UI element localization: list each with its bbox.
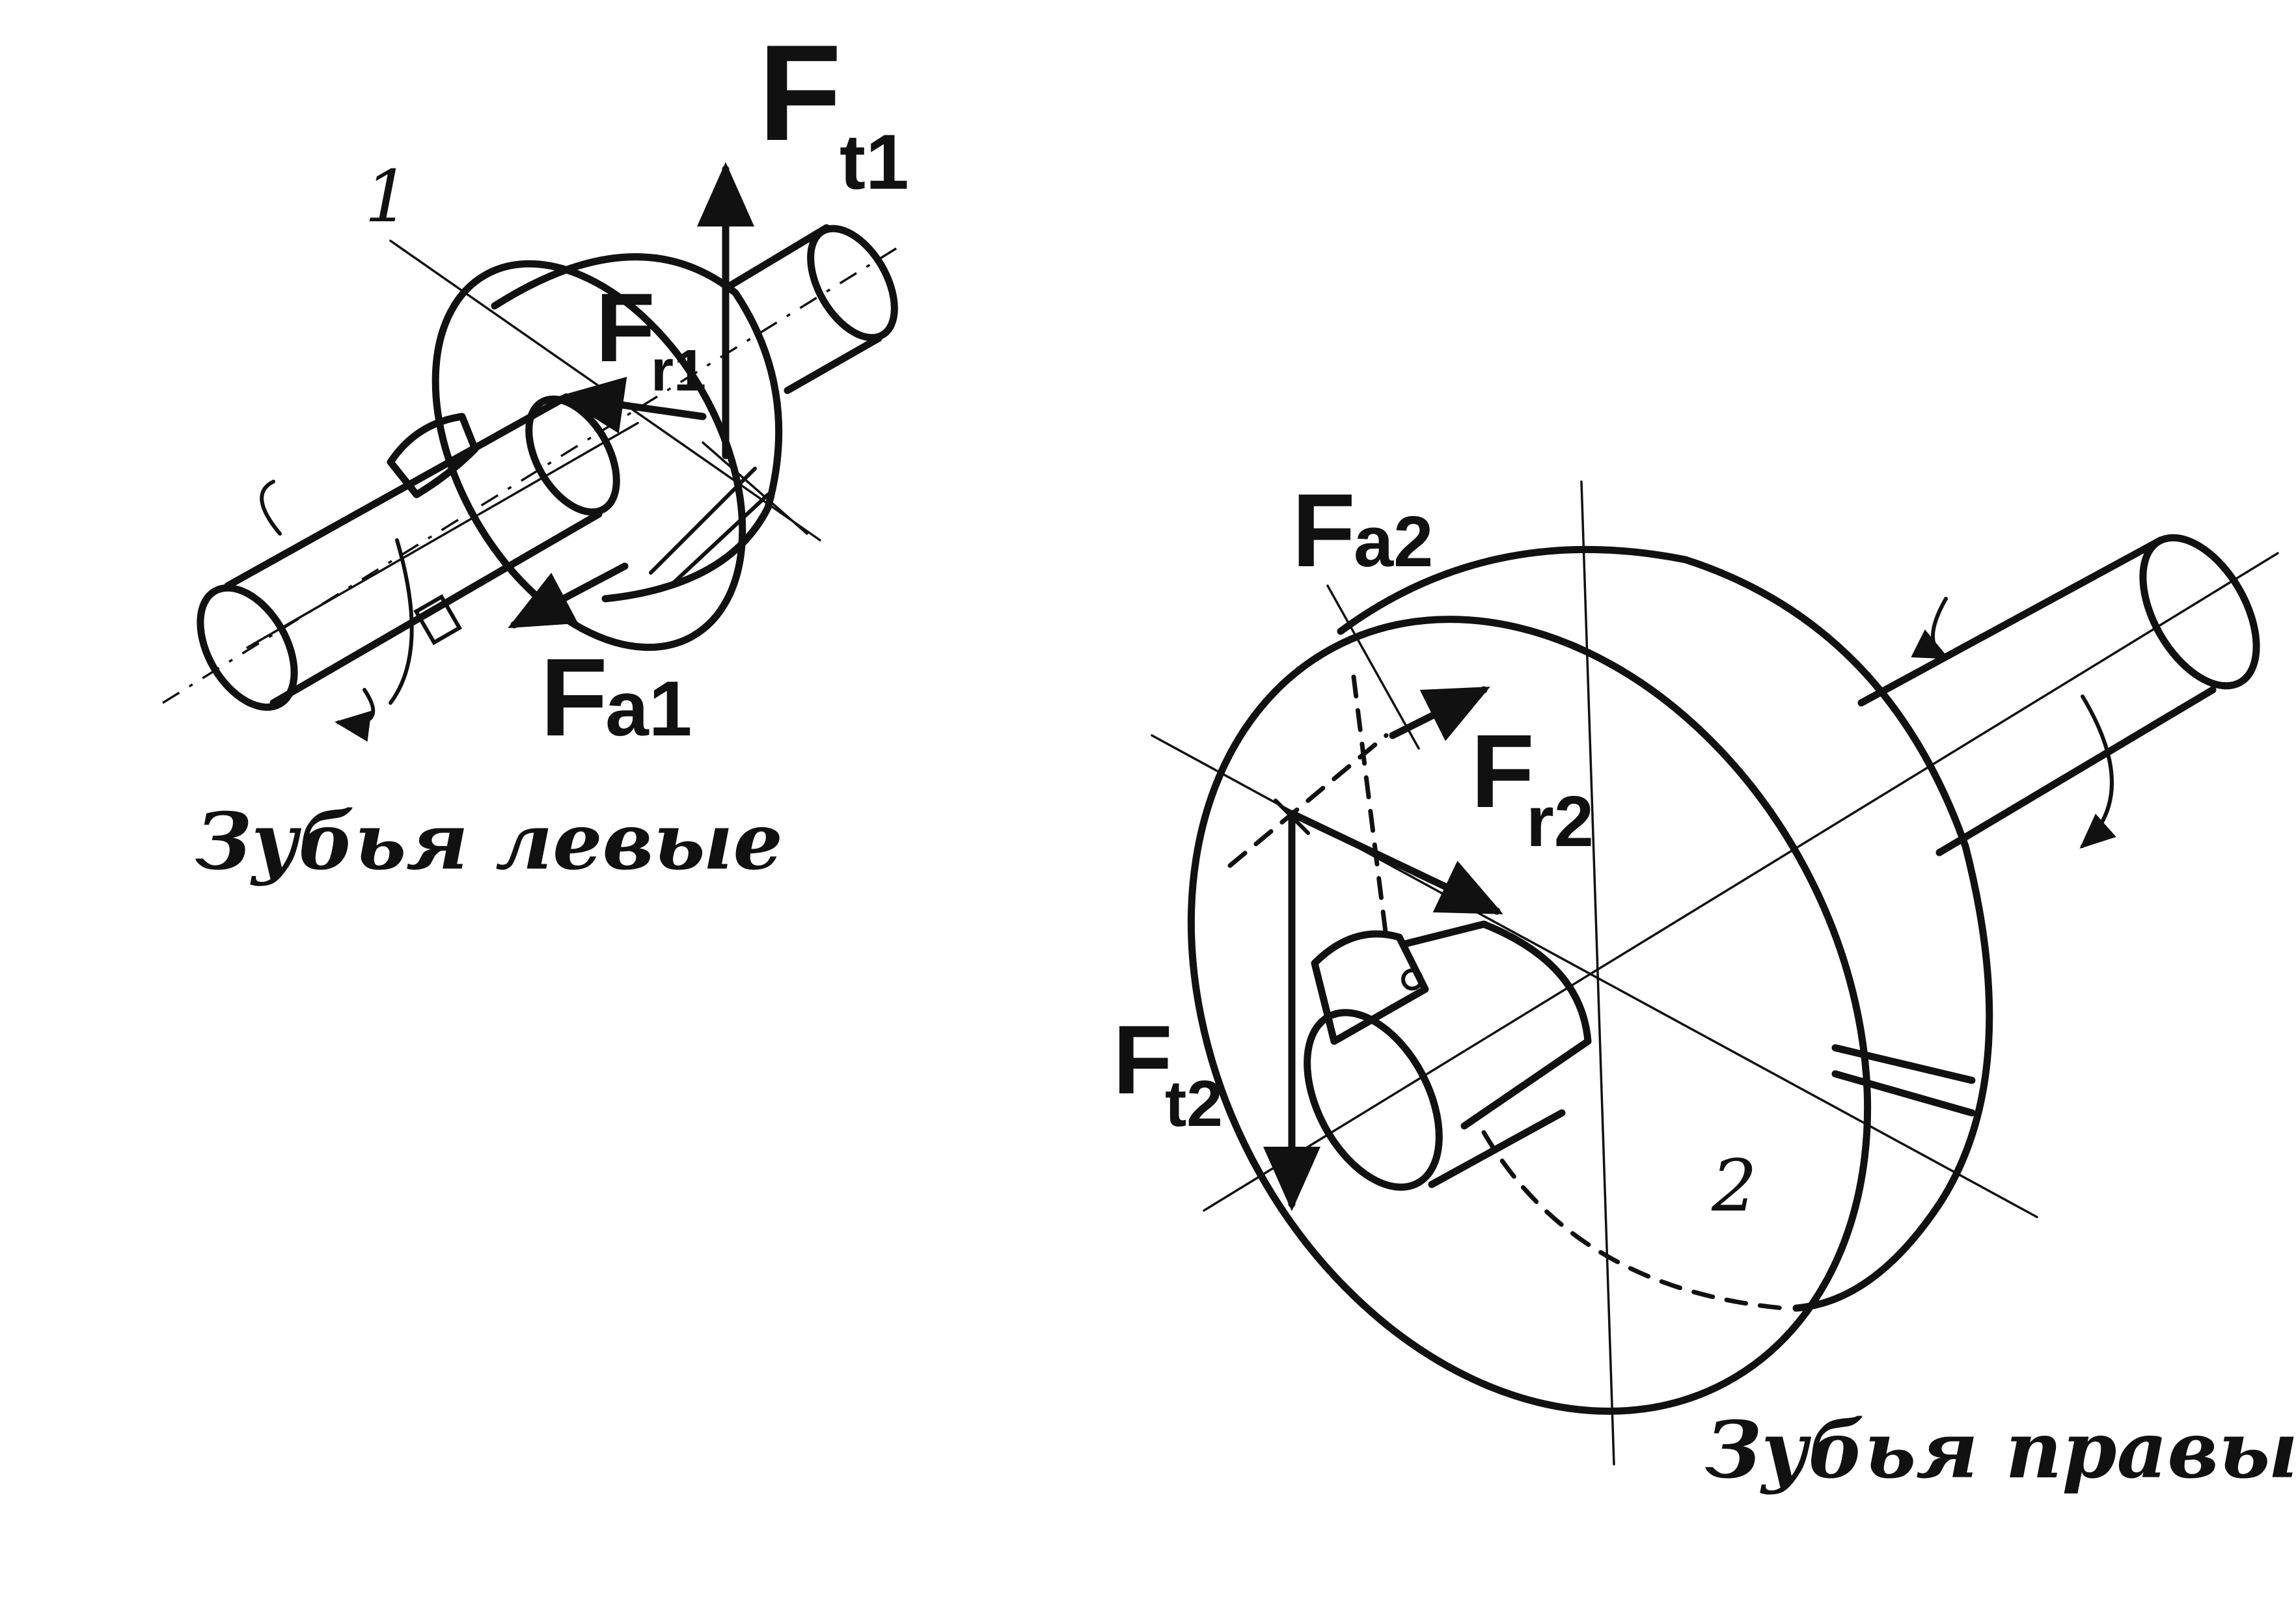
force-origin-mark [1274,799,1310,835]
gear-1-rim [491,253,783,603]
gear-1-caption: Зубья левые [195,796,783,888]
gear-2-shaft-axis-line [1203,552,2279,1212]
gear-1-key [387,413,479,499]
label-fa1-base: F [540,636,608,759]
gear-1-shaft-back-bottom [784,335,882,394]
label-fa2: F a2 [1292,472,1433,588]
label-fa2-base: F [1292,472,1356,588]
gear-1-shaft-axis [162,246,899,704]
gear-2-rotation-arrow-top [1911,597,1950,659]
force-fa2-arrow [1389,686,1490,741]
gear-1-number: 1 [364,155,410,238]
gear-2-key-hole [1401,968,1423,991]
label-fr2-sub: r2 [1526,782,1594,862]
gear-2-front-face [1187,616,1872,1415]
gear-1-shaft-front-bottom [269,510,603,707]
label-fr1-base: F [595,273,655,382]
gear-2-caption: Зубья правые [1705,1404,2296,1496]
label-fa2-sub: a2 [1354,502,1433,582]
label-ft2-base: F [1113,1005,1173,1114]
gear-2-number: 2 [1711,1144,1757,1227]
force-fr1-arrow [559,376,707,434]
gear-1-front-face [431,260,746,651]
label-fr2-base: F [1471,713,1535,829]
label-fr2: F r2 [1471,713,1594,862]
label-fr1: F r1 [595,273,706,404]
label-fr1-sub: r1 [651,338,706,404]
gear-2-dashed-fa-projection [1351,674,1389,940]
label-fa1-sub: a1 [605,665,692,752]
gear-2-dashed-ft-projection [1227,733,1389,868]
gear-1-shaft-centerline [246,422,639,649]
gear-1-shaft-front-top [224,393,570,590]
gear-2-vertical-line [1580,480,1615,1466]
gear-2-hub-bottom [1428,1109,1566,1188]
gear-1-diameter-line [702,441,808,535]
label-fa1: F a1 [540,636,692,759]
gear-1-rotation-arrow [260,480,373,723]
gear-2-pitch-arc [1481,1130,1786,1311]
gear-1-tooth-line [649,467,757,575]
gear-2-shaft-back-top [1857,536,2165,707]
label-ft2-sub: t2 [1165,1067,1223,1140]
gear-1-hub [525,395,620,516]
gear-2-leader-line [1326,584,1420,750]
gear-1-rotation-arc [389,538,414,705]
gear-2-shaft-back-bottom [1935,686,2217,856]
gear-1-tooth-line [668,493,770,588]
gear-1-keyway [413,594,463,646]
gear-1-assembly: F t1 F r1 F a1 1 Зубья левые [162,16,909,888]
force-fa1-arrow [508,562,629,629]
label-ft1-base: F [758,16,841,169]
gear-2-hub [1304,1009,1443,1191]
gear-2-tooth-lines [1831,1044,1976,1117]
gear-2-assembly: F a2 F r2 F t2 2 Зубья правые [1113,472,2296,1496]
label-ft2: F t2 [1113,1005,1223,1140]
gear-2-rotation-arrow-bottom [2079,694,2116,849]
force-fr2-arrow [1288,810,1503,915]
label-ft1: F t1 [758,16,909,206]
gear-2-hub-outline [1402,920,1592,1130]
gear-1-shaft-back-end [807,225,898,342]
gear-2-rim [1337,545,1993,1312]
label-ft1-sub: t1 [840,118,909,206]
gear-2-shaft-back-end [2139,534,2260,690]
gear-2-key [1311,930,1429,1045]
gear-1-shaft-back-top [725,224,830,290]
